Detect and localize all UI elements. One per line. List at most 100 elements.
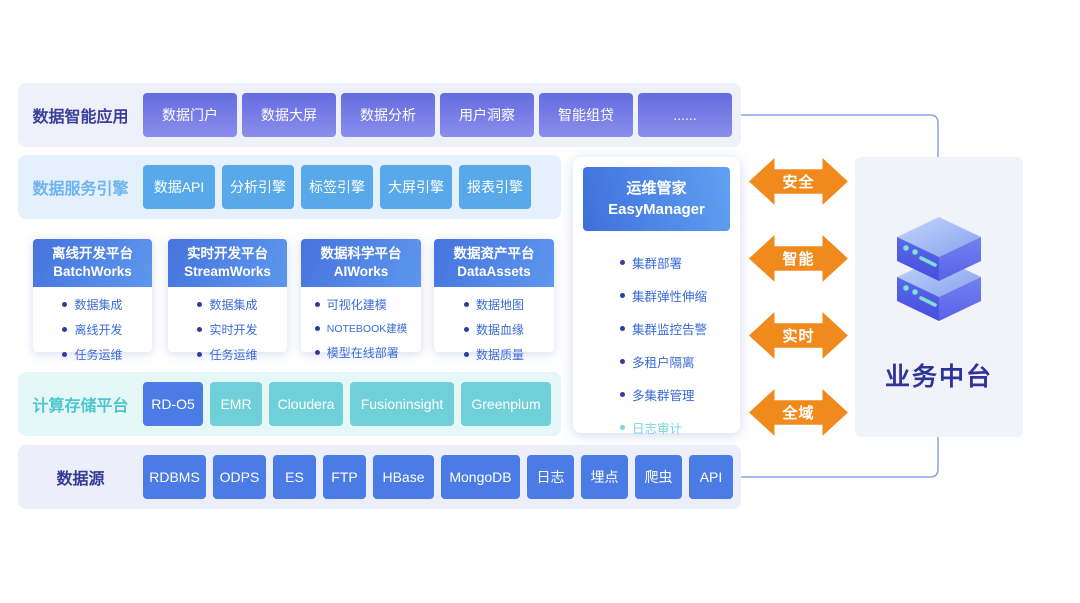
row-compute-storage: 计算存储平台 RD-O5 EMR Cloudera Fusioninsight … [18, 372, 561, 436]
chip-data-api: 数据API [143, 165, 215, 209]
card-title-cn: 数据科学平台 [320, 246, 402, 262]
list-item: 集群部署 [620, 253, 707, 272]
row-service-engines: 数据服务引擎 数据API 分析引擎 标签引擎 大屏引擎 报表引擎 [18, 155, 561, 219]
bullet-dot [314, 326, 320, 331]
card-streamworks-header: 实时开发平台 StreamWorks [168, 239, 287, 287]
business-platform-label: 业务中台 [884, 363, 993, 391]
chip-logs: 日志 [527, 455, 574, 499]
business-platform-card: 业务中台 [855, 157, 1023, 437]
bullet-dot [463, 352, 469, 357]
list-item: 可视化建模 [314, 296, 408, 313]
bullet-dot [620, 293, 625, 298]
chip-tracking: 埋点 [581, 455, 628, 499]
engine-chip-row: 数据API 分析引擎 标签引擎 大屏引擎 报表引擎 [143, 165, 531, 209]
list-item: 集群监控告警 [620, 319, 707, 338]
arrow-realtime: 实时 [749, 312, 848, 359]
list-item: 数据地图 [463, 296, 524, 313]
card-title-en: BatchWorks [53, 264, 132, 279]
list-item: 数据血缘 [463, 321, 524, 338]
chip-rdbms: RDBMS [143, 455, 206, 499]
list-item: 多租户隔离 [620, 352, 707, 371]
row-label-compute-storage: 计算存储平台 [32, 398, 129, 415]
list-item: 实时开发 [197, 321, 258, 338]
list-item: 离线开发 [62, 321, 123, 338]
chip-smart-lending: 智能组贷 [539, 93, 633, 137]
row-data-sources: 数据源 RDBMS ODPS ES FTP HBase MongoDB 日志 埋… [18, 445, 741, 509]
chip-report-engine: 报表引擎 [459, 165, 531, 209]
arrow-security: 安全 [749, 158, 848, 205]
arrow-label: 实时 [782, 327, 815, 345]
card-batchworks-header: 离线开发平台 BatchWorks [33, 239, 152, 287]
chip-fusioninsight: Fusioninsight [350, 382, 454, 426]
source-chip-row: RDBMS ODPS ES FTP HBase MongoDB 日志 埋点 爬虫… [143, 455, 733, 499]
easymanager-title-cn: 运维管家 [626, 180, 687, 197]
list-item: 日志审计 [620, 418, 707, 437]
chip-rd-o5: RD-O5 [143, 382, 203, 426]
chip-hbase: HBase [373, 455, 434, 499]
card-aiworks: 数据科学平台 AIWorks 可视化建模 NOTEBOOK建模 模型在线部署 [301, 239, 421, 360]
double-arrow-icon [749, 389, 848, 436]
row-label-data-apps: 数据智能应用 [32, 109, 129, 126]
list-item: 数据集成 [197, 296, 258, 313]
card-title-cn: 数据资产平台 [453, 246, 535, 262]
list-item: 任务运维 [197, 346, 258, 363]
card-streamworks: 实时开发平台 StreamWorks 数据集成 实时开发 任务运维 [168, 239, 287, 362]
bullet-dot [463, 327, 469, 332]
list-item: 任务运维 [62, 346, 123, 363]
card-dataassets-header: 数据资产平台 DataAssets [434, 239, 554, 287]
chip-crawler: 爬虫 [635, 455, 682, 499]
bullet-dot [197, 302, 203, 307]
card-title-en: StreamWorks [184, 264, 271, 279]
chip-cloudera: Cloudera [269, 382, 343, 426]
chip-screen-engine: 大屏引擎 [380, 165, 452, 209]
chip-data-portal: 数据门户 [143, 93, 237, 137]
chip-data-analysis: 数据分析 [341, 93, 435, 137]
card-title-cn: 实时开发平台 [187, 246, 268, 262]
arrow-label: 安全 [782, 173, 815, 191]
chip-ellipsis: ...... [638, 93, 732, 137]
isometric-server-stack-icon [897, 217, 981, 321]
easymanager-header: 运维管家 EasyManager [583, 167, 730, 231]
bullet-dot [62, 352, 68, 357]
list-item: 多集群管理 [620, 385, 707, 404]
card-dataassets: 数据资产平台 DataAssets 数据地图 数据血缘 数据质量 [434, 239, 554, 362]
chip-data-screen: 数据大屏 [242, 93, 336, 137]
chip-user-insight: 用户洞察 [440, 93, 534, 137]
chip-greenplum: Greenplum [461, 382, 551, 426]
card-title-en: AIWorks [333, 264, 389, 279]
card-title-en: DataAssets [457, 264, 531, 279]
chip-api: API [689, 455, 733, 499]
list-item: 集群弹性伸缩 [620, 286, 707, 305]
bullet-dot [463, 302, 469, 307]
row-label-data-sources: 数据源 [56, 471, 105, 488]
list-item: NOTEBOOK建模 [314, 321, 407, 336]
bullet-dot [620, 326, 625, 331]
card-batchworks: 离线开发平台 BatchWorks 数据集成 离线开发 任务运维 [33, 239, 152, 362]
arrow-label: 全域 [782, 404, 815, 422]
list-item: 模型在线部署 [314, 344, 408, 361]
bullet-dot [62, 302, 68, 307]
chip-analysis-engine: 分析引擎 [222, 165, 294, 209]
bullet-dot [197, 327, 203, 332]
arrow-label: 智能 [782, 250, 815, 268]
bullet-dot [314, 302, 320, 307]
bullet-dot [62, 327, 68, 332]
bullet-dot [620, 359, 625, 364]
bullet-dot [620, 260, 625, 265]
row-label-service-engines: 数据服务引擎 [32, 181, 129, 198]
chip-odps: ODPS [213, 455, 266, 499]
chip-mongodb: MongoDB [441, 455, 520, 499]
arrow-intelligent: 智能 [749, 235, 848, 282]
list-item: 数据集成 [62, 296, 123, 313]
easymanager-list: 集群部署 集群弹性伸缩 集群监控告警 多租户隔离 多集群管理 日志审计 [620, 253, 707, 451]
card-title-cn: 离线开发平台 [52, 246, 133, 262]
bullet-dot [620, 425, 625, 430]
double-arrow-icon [749, 235, 848, 282]
chip-tag-engine: 标签引擎 [301, 165, 373, 209]
double-arrow-icon [749, 158, 848, 205]
chip-emr: EMR [210, 382, 262, 426]
double-arrow-icon [749, 312, 848, 359]
chip-es: ES [273, 455, 316, 499]
list-item: 数据质量 [463, 346, 524, 363]
